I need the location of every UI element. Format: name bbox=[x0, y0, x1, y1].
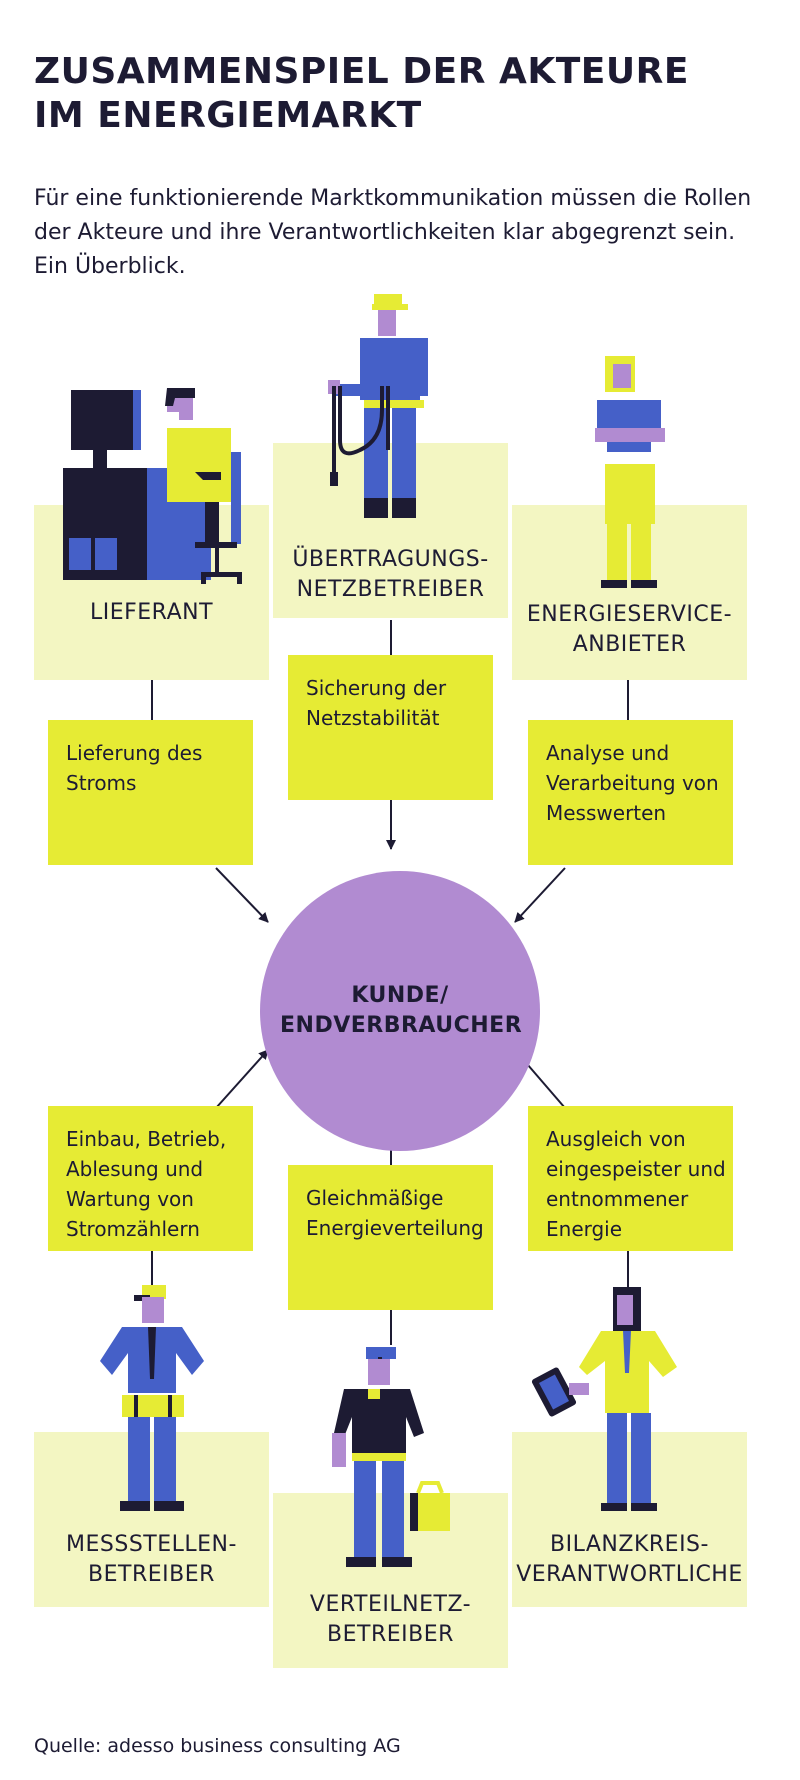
task-line: Ablesung und bbox=[66, 1157, 204, 1181]
task-line: Einbau, Betrieb, bbox=[66, 1127, 227, 1151]
lieferant-illustration bbox=[63, 388, 242, 584]
label-line: VERTEILNETZ- bbox=[309, 1592, 472, 1617]
energieserviceanbieter-illustration bbox=[595, 356, 665, 588]
task-line: Analyse und bbox=[546, 741, 670, 765]
task-line: Lieferung des bbox=[66, 741, 203, 765]
task-line: Ausgleich von bbox=[546, 1127, 686, 1151]
task-line: Netzstabilität bbox=[306, 706, 440, 730]
center-circle: KUNDE/ ENDVERBRAUCHER bbox=[260, 871, 540, 1151]
page-title: ZUSAMMENSPIEL DER AKTEURE IM ENERGIEMARK… bbox=[34, 50, 774, 138]
task-line: Energieverteilung bbox=[306, 1216, 484, 1240]
center-label-line: ENDVERBRAUCHER bbox=[280, 1013, 523, 1038]
actor-label-bilanzkreisverantwortliche: BILANZKREIS- VERANTWORTLICHE bbox=[512, 1530, 747, 1590]
task-line: Stroms bbox=[66, 771, 137, 795]
verteilnetzbetreiber-illustration bbox=[332, 1347, 450, 1567]
task-line: Wartung von bbox=[66, 1187, 194, 1211]
label-line: ÜBERTRAGUNGS- bbox=[292, 547, 489, 572]
title-line: IM ENERGIEMARKT bbox=[34, 95, 422, 136]
task-box-messstellenbetreiber: Einbau, Betrieb, Ablesung und Wartung vo… bbox=[48, 1106, 253, 1251]
actor-panel-messstellenbetreiber bbox=[34, 1432, 269, 1607]
actor-label-energieserviceanbieter: ENERGIESERVICE- ANBIETER bbox=[512, 600, 747, 660]
actor-panel-uebertragungsnetzbetreiber bbox=[273, 443, 508, 618]
task-box-energieserviceanbieter: Analyse und Verarbeitung von Messwerten bbox=[528, 720, 733, 865]
label-line: BETREIBER bbox=[327, 1622, 454, 1647]
task-box-verteilnetzbetreiber: Gleichmäßige Energieverteilung bbox=[288, 1165, 493, 1310]
task-line: Energie bbox=[546, 1217, 623, 1241]
task-line: eingespeister und bbox=[546, 1157, 726, 1181]
actor-label-lieferant: LIEFERANT bbox=[34, 598, 269, 628]
task-line: Gleichmäßige bbox=[306, 1186, 444, 1210]
uebertragungsnetzbetreiber-illustration bbox=[328, 294, 428, 518]
actor-panel-energieserviceanbieter bbox=[512, 505, 747, 680]
actor-label-messstellenbetreiber: MESSSTELLEN- BETREIBER bbox=[34, 1530, 269, 1590]
label-line: ENERGIESERVICE- bbox=[526, 602, 733, 627]
arrow-energieservice bbox=[514, 867, 566, 923]
task-line: Sicherung der bbox=[306, 676, 447, 700]
bilanzkreisverantwortliche-illustration bbox=[531, 1287, 677, 1511]
intro-text: Für eine funktionierende Marktkommunikat… bbox=[34, 186, 752, 279]
label-line: VERANTWORTLICHE bbox=[516, 1562, 743, 1587]
center-label: KUNDE/ ENDVERBRAUCHER bbox=[280, 981, 523, 1041]
label-line: NETZBETREIBER bbox=[296, 577, 485, 602]
actor-label-uebertragungsnetzbetreiber: ÜBERTRAGUNGS- NETZBETREIBER bbox=[273, 545, 508, 605]
task-line: Stromzählern bbox=[66, 1217, 200, 1241]
source-note: Quelle: adesso business consulting AG bbox=[34, 1735, 401, 1757]
arrow-lieferant bbox=[215, 867, 269, 923]
title-line: ZUSAMMENSPIEL DER AKTEURE bbox=[34, 51, 689, 92]
task-box-lieferant: Lieferung des Stroms bbox=[48, 720, 253, 865]
label-line: LIEFERANT bbox=[89, 600, 214, 625]
task-line: Verarbeitung von bbox=[546, 771, 719, 795]
arrow-messstellen bbox=[215, 1049, 269, 1109]
actor-panel-bilanzkreisverantwortliche bbox=[512, 1432, 747, 1607]
label-line: BETREIBER bbox=[88, 1562, 215, 1587]
center-label-line: KUNDE/ bbox=[351, 983, 449, 1008]
task-box-uebertragungsnetzbetreiber: Sicherung der Netzstabilität bbox=[288, 655, 493, 800]
actor-label-verteilnetzbetreiber: VERTEILNETZ- BETREIBER bbox=[273, 1590, 508, 1650]
task-line: entnommener bbox=[546, 1187, 689, 1211]
task-box-bilanzkreisverantwortliche: Ausgleich von eingespeister und entnomme… bbox=[528, 1106, 733, 1251]
label-line: MESSSTELLEN- bbox=[66, 1532, 237, 1557]
task-line: Messwerten bbox=[546, 801, 667, 825]
label-line: ANBIETER bbox=[572, 632, 687, 657]
label-line: BILANZKREIS- bbox=[550, 1532, 709, 1557]
messstellenbetreiber-illustration bbox=[100, 1285, 204, 1511]
